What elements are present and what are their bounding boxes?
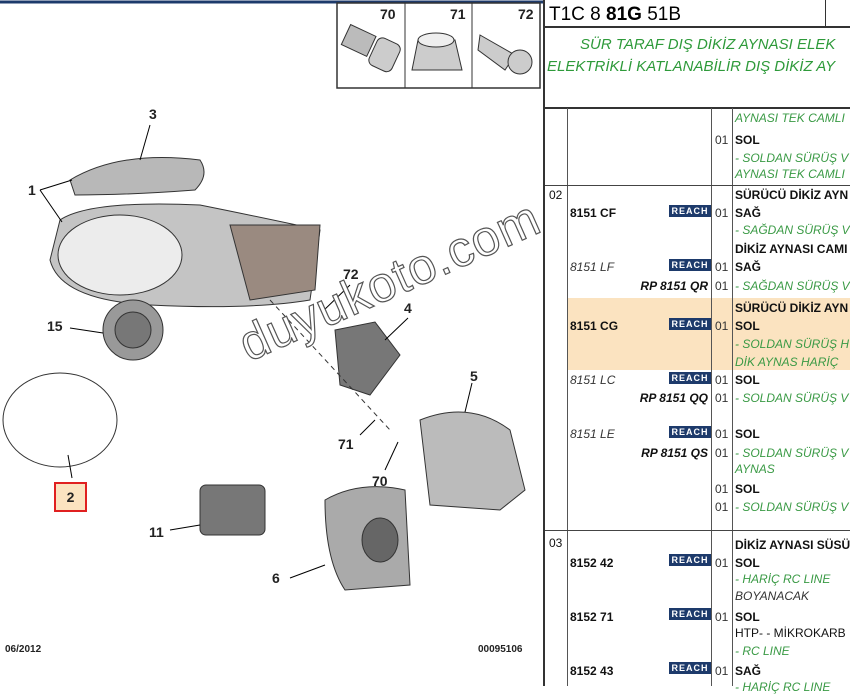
rp-ref[interactable]: RP 8151 QR <box>640 279 708 293</box>
desc: - SOLDAN SÜRÜŞ V <box>735 151 849 165</box>
desc: - HARİÇ RC LINE <box>735 680 831 694</box>
desc: - RC LINE <box>735 644 790 658</box>
desc: SOL <box>735 133 760 147</box>
callout-3[interactable]: 3 <box>149 106 157 122</box>
part-ref[interactable]: 8151 LC <box>570 373 616 387</box>
nut-clip-icon <box>411 32 463 71</box>
desc: SOL <box>735 556 760 570</box>
part-ref[interactable]: 8151 LE <box>570 427 615 441</box>
desc: DİK AYNAS HARİÇ <box>735 355 839 369</box>
qty: 01 <box>715 391 729 405</box>
qty: 01 <box>715 427 729 441</box>
reach-badge: REACH <box>669 608 711 620</box>
desc: AYNAS <box>735 462 775 476</box>
diagram-date: 06/2012 <box>5 644 42 655</box>
reach-badge: REACH <box>669 426 711 438</box>
parts-table: T1C 8 81G 51B SÜR TARAF DIŞ DİKİZ AYNASI… <box>543 0 850 694</box>
callout-11[interactable]: 11 <box>149 524 164 540</box>
callout-4[interactable]: 4 <box>404 300 412 316</box>
qty: 01 <box>715 446 729 460</box>
part-ref[interactable]: 8152 42 <box>570 556 614 570</box>
callout-1[interactable]: 1 <box>28 182 36 198</box>
callout-15[interactable]: 15 <box>47 318 63 334</box>
qty: 01 <box>715 319 729 333</box>
callout-2-highlighted[interactable]: 2 <box>54 482 87 512</box>
reach-badge: REACH <box>669 372 711 384</box>
part-ref[interactable]: 8151 LF <box>570 260 615 274</box>
desc: SOL <box>735 482 760 496</box>
qty: 01 <box>715 482 729 496</box>
desc: DİKİZ AYNASI SÜSÜ <box>735 538 850 552</box>
desc: SÜRÜCÜ DİKİZ AYN <box>735 188 849 202</box>
qty: 01 <box>715 664 729 678</box>
desc: SOL <box>735 427 760 441</box>
qty: 01 <box>715 373 729 387</box>
desc: AYNASI TEK CAMLI <box>735 111 845 125</box>
desc: BOYANACAK <box>735 589 810 603</box>
callout-5[interactable]: 5 <box>470 368 478 384</box>
qty: 01 <box>715 556 729 570</box>
desc: SAĞ <box>735 664 762 678</box>
diagram-number: 00095106 <box>478 644 523 655</box>
callout-70[interactable]: 70 <box>372 473 388 489</box>
desc: SOL <box>735 373 760 387</box>
desc: SAĞ <box>735 260 762 274</box>
qty: 01 <box>715 206 729 220</box>
item-number: 03 <box>549 536 563 550</box>
desc: SOL <box>735 610 760 624</box>
qty: 01 <box>715 260 729 274</box>
part-ref[interactable]: 8152 71 <box>570 610 614 624</box>
desc: - SAĞDAN SÜRÜŞ V <box>735 223 850 237</box>
reach-badge: REACH <box>669 318 711 330</box>
desc: - HARİÇ RC LINE <box>735 572 831 586</box>
desc: - SAĞDAN SÜRÜŞ V <box>735 279 850 293</box>
rp-ref[interactable]: RP 8151 QQ <box>639 391 708 405</box>
desc: - SOLDAN SÜRÜŞ V <box>735 391 849 405</box>
desc: - SOLDAN SÜRÜŞ V <box>735 446 849 460</box>
highlighted-row <box>568 298 850 370</box>
desc: DİKİZ AYNASI CAMI <box>735 242 848 256</box>
desc: - SOLDAN SÜRÜŞ V <box>735 500 849 514</box>
qty: 01 <box>715 500 729 514</box>
reach-badge: REACH <box>669 205 711 217</box>
item-number: 02 <box>549 188 563 202</box>
screw-icon <box>477 34 533 75</box>
qty: 01 <box>715 133 729 147</box>
part-ref[interactable]: 8151 CF <box>570 206 617 220</box>
reach-badge: REACH <box>669 554 711 566</box>
part-ref[interactable]: 8152 43 <box>570 664 614 678</box>
callout-71[interactable]: 71 <box>338 436 354 452</box>
callout-72[interactable]: 72 <box>343 266 359 282</box>
rp-ref[interactable]: RP 8151 QS <box>641 446 708 460</box>
desc: SOL <box>735 319 760 333</box>
hardware-70-label: 70 <box>380 6 396 22</box>
parts-diagram: 70 71 72 3 1 15 2 11 6 72 4 5 71 70 06/2… <box>0 0 543 655</box>
callout-6[interactable]: 6 <box>272 570 280 586</box>
part-ref[interactable]: 8151 CG <box>570 319 619 333</box>
desc: SÜRÜCÜ DİKİZ AYN <box>735 301 849 315</box>
reach-badge: REACH <box>669 662 711 674</box>
desc: - SOLDAN SÜRÜŞ H <box>735 337 850 351</box>
qty: 01 <box>715 279 729 293</box>
hardware-72-label: 72 <box>518 6 534 22</box>
flange-bolt-icon <box>340 23 401 73</box>
reach-badge: REACH <box>669 259 711 271</box>
hardware-71-label: 71 <box>450 6 466 22</box>
desc: HTP- - MİKROKARB <box>735 626 846 640</box>
desc: AYNASI TEK CAMLI <box>735 167 845 181</box>
mirror-exploded-view <box>0 0 543 591</box>
qty: 01 <box>715 610 729 624</box>
desc: SAĞ <box>735 206 762 220</box>
catalog-code: T1C 8 81G 51B <box>545 0 850 28</box>
